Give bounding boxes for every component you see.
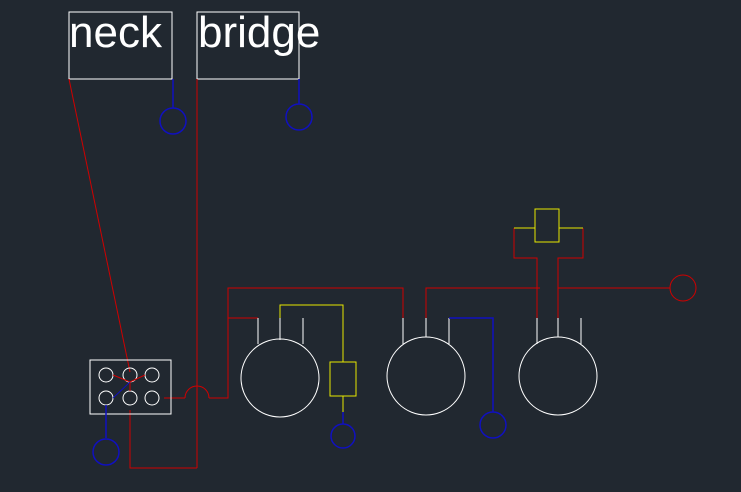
switch-return-wire [129,410,197,469]
volume-to-tone-wire [425,287,540,318]
volume-capacitor [329,361,357,397]
volume-cap-ground [330,412,356,449]
bridge-pickup-label: bridge [198,8,320,57]
tone-cap-left-wire [513,228,538,318]
bridge-pickup: bridge [196,8,320,80]
volume-pot [240,318,320,418]
output-jack [669,274,697,302]
hot-wires [68,78,670,469]
neck-hot-wire [68,78,131,373]
tone-pot-2 [518,318,598,416]
tone-pot-1 [386,318,466,416]
switch-to-volume-wire [209,287,404,399]
volume-cap-wire [279,304,344,412]
tone-capacitor [514,208,583,243]
neck-pickup-ground [159,79,187,135]
bridge-pickup-ground [285,79,313,131]
wire-jumper [184,385,210,399]
switch-ground [92,438,120,466]
switch-internal-wires [105,374,146,438]
tone-cap-right-wire [557,228,584,318]
tone-pot-1-ground-wire [449,317,507,439]
neck-pickup: neck [68,8,173,80]
neck-pickup-label: neck [69,8,163,57]
